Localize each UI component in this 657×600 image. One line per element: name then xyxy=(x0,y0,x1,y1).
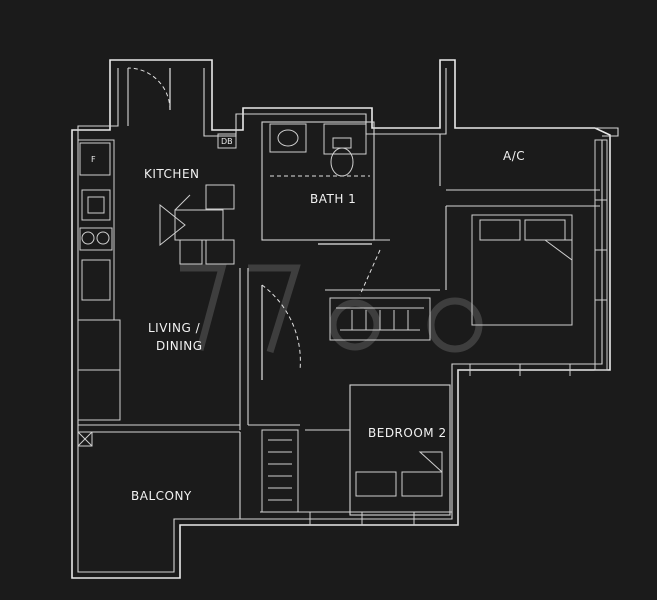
watermark xyxy=(180,264,483,354)
bedroom-2-furniture xyxy=(260,364,571,525)
kitchen-counter xyxy=(77,139,121,421)
bathroom xyxy=(261,121,390,245)
living-label: LIVING / xyxy=(148,321,201,335)
master-bed xyxy=(445,139,608,371)
wardrobe-row xyxy=(325,249,440,341)
fridge-label: F xyxy=(91,155,96,164)
outer-walls xyxy=(71,59,619,579)
kitchen-label: KITCHEN xyxy=(144,167,200,181)
corridor-walls xyxy=(77,268,301,447)
dining-label: DINING xyxy=(156,339,203,353)
db-label: DB xyxy=(221,137,233,146)
ac-label: A/C xyxy=(503,149,525,163)
entrance-door xyxy=(127,67,171,126)
ac-ledge xyxy=(439,134,600,191)
balcony-label: BALCONY xyxy=(131,489,192,503)
db-box xyxy=(217,133,237,149)
balcony-railing xyxy=(174,432,241,520)
dining-table xyxy=(159,184,235,265)
bedroom-2-label: BEDROOM 2 xyxy=(368,426,447,440)
bath-1-label: BATH 1 xyxy=(310,192,356,206)
